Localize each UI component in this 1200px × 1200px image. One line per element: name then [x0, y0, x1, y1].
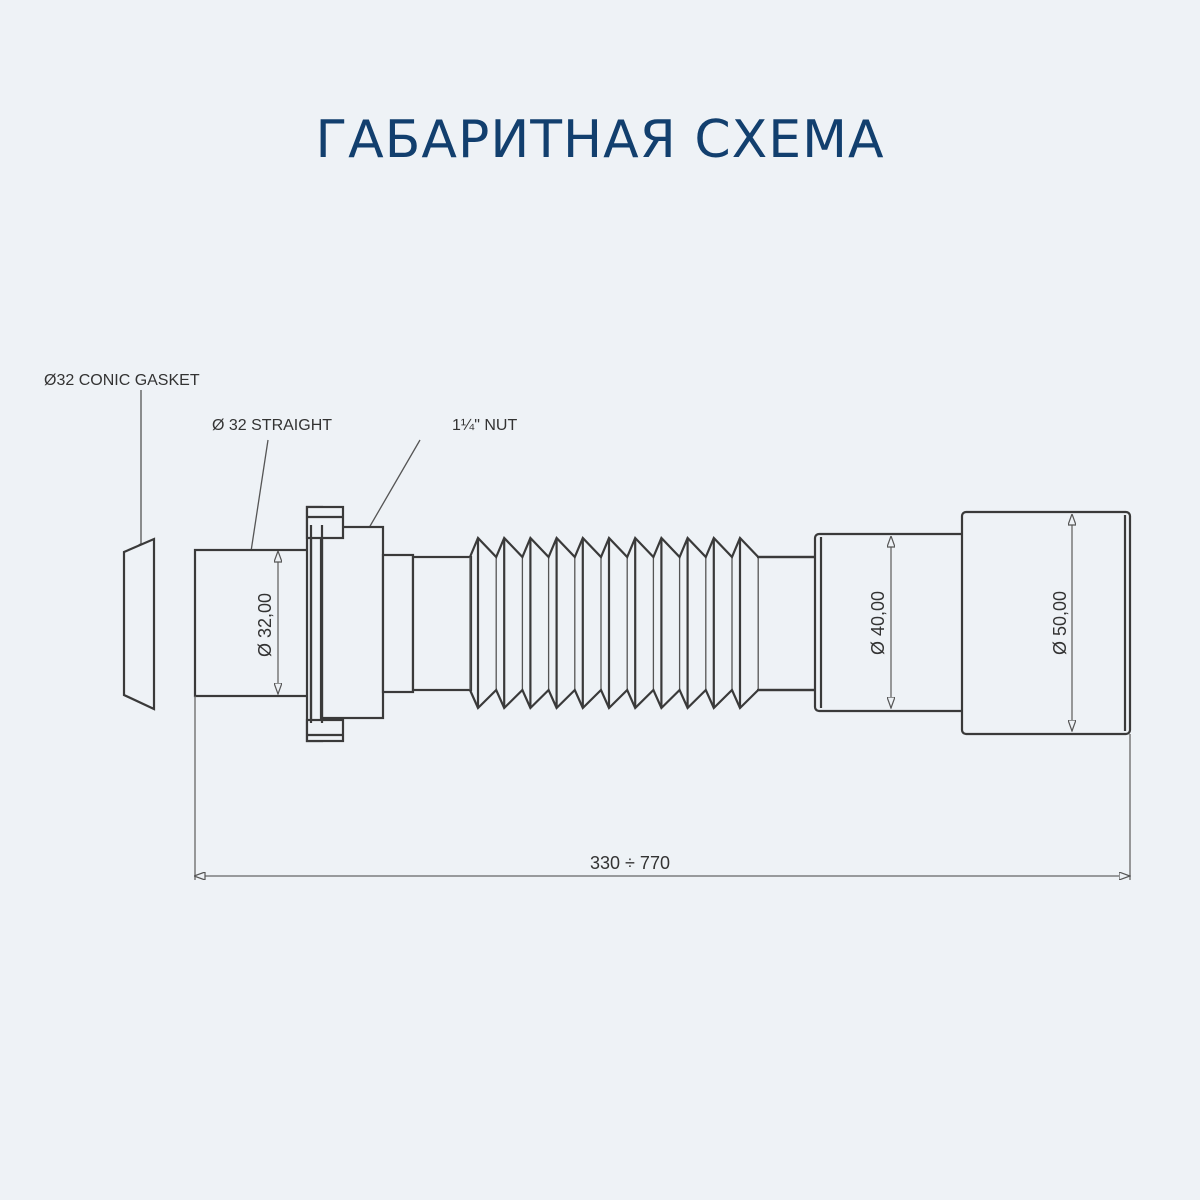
overall-length-dimension: 330 ÷ 770 — [195, 853, 1130, 876]
connector-sleeve — [381, 553, 473, 694]
page-title: ГАБАРИТНАЯ СХЕМА — [315, 110, 885, 170]
nut — [305, 505, 385, 743]
callout-nut-label: 1¼" NUT — [452, 417, 517, 434]
callout-gasket: Ø32 CONIC GASKET — [44, 372, 200, 551]
corrugated-bellows — [468, 536, 817, 710]
outlet-diameter-label: Ø 50,00 — [1050, 591, 1070, 655]
callout-gasket-label: Ø32 CONIC GASKET — [44, 372, 200, 389]
outlet-socket-50: Ø 50,00 — [960, 510, 1132, 880]
callout-straight-label: Ø 32 STRAIGHT — [212, 417, 332, 434]
leader-line — [249, 439, 269, 559]
mid-diameter-label: Ø 40,00 — [868, 591, 888, 655]
straight-pipe: Ø 32,00 — [193, 548, 310, 880]
outlet-step-40: Ø 40,00 — [813, 532, 967, 713]
outlet-sleeve — [757, 555, 817, 692]
conic-gasket — [122, 537, 156, 711]
overall-length-label: 330 ÷ 770 — [590, 853, 670, 873]
inlet-diameter-label: Ø 32,00 — [255, 593, 275, 657]
